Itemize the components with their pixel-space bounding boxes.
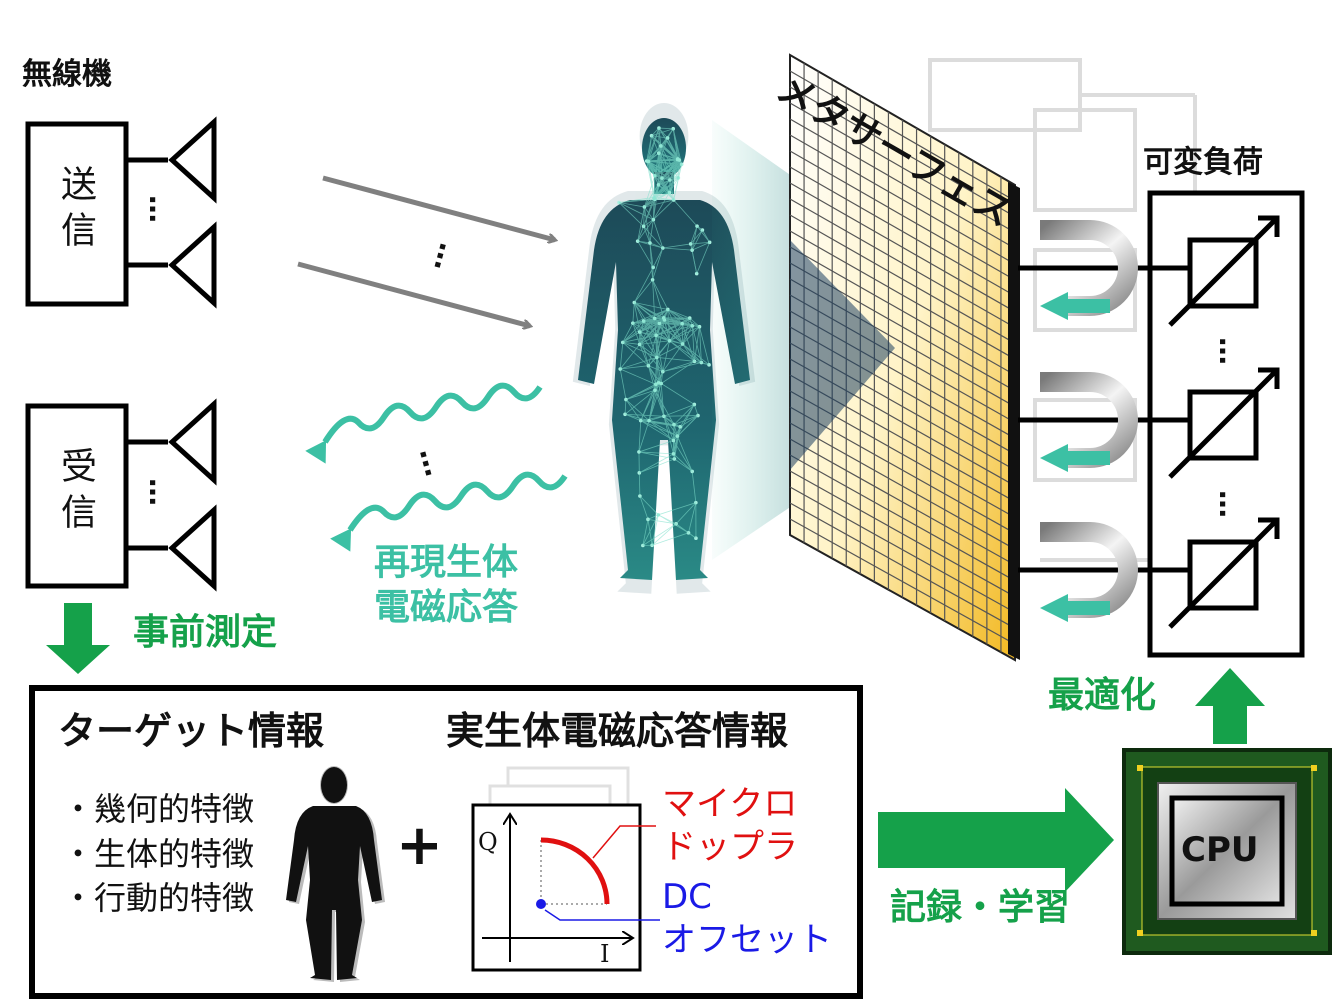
micro-doppler-leader — [592, 825, 656, 859]
optimize-label: 最適化 — [1048, 675, 1157, 716]
dc-offset-label-1: DC — [662, 877, 712, 917]
reproduced-response-label-1: 再現生体 — [374, 542, 519, 583]
receive-label: 受信 — [55, 447, 96, 539]
target-info-title: ターゲット情報 — [58, 709, 325, 753]
micro-doppler-arc — [540, 837, 610, 905]
i-axis-label: I — [600, 940, 610, 968]
reproduced-wave-arrows — [305, 382, 568, 552]
human-body-figure — [572, 103, 756, 594]
info-box — [29, 685, 863, 999]
load-ellipsis-2: … — [1213, 490, 1246, 518]
rx-antenna-ellipsis: … — [143, 478, 176, 506]
iq-plot — [471, 766, 660, 972]
response-info-title: 実生体電磁応答情報 — [446, 709, 789, 753]
dc-offset-leader — [544, 909, 660, 921]
variable-load-box — [1147, 190, 1305, 658]
feature-item: ・行動的特徴 — [62, 879, 255, 917]
reproduced-response-label-2: 電磁応答 — [374, 587, 519, 628]
transmit-label: 送信 — [55, 165, 96, 257]
reflection-u-arrows — [1040, 220, 1138, 622]
target-silhouette — [286, 766, 385, 982]
cpu-chip — [1122, 748, 1332, 955]
tx-antenna-ellipsis: … — [143, 195, 176, 223]
q-axis-label: Q — [478, 828, 498, 856]
pre-measure-arrow — [46, 603, 110, 674]
pre-measure-label: 事前測定 — [133, 612, 278, 653]
receiver-unit — [25, 398, 217, 592]
dc-offset-label-2: オフセット — [662, 920, 832, 960]
rx-antenna-icon — [126, 398, 217, 592]
record-learn-label: 記録・学習 — [890, 887, 1071, 928]
feature-item: ・幾何的特徴 — [62, 790, 255, 828]
beam-shadow — [790, 240, 895, 470]
cpu-label: CPU — [1181, 830, 1259, 870]
feature-item: ・生体的特徴 — [62, 835, 255, 873]
metasurface-panel — [789, 53, 1020, 662]
variable-resistor-icon — [1150, 215, 1280, 629]
dc-offset-point — [536, 899, 546, 909]
plus-sign: + — [396, 813, 443, 878]
record-learn-arrow — [878, 788, 1114, 892]
tx-antenna-icon — [126, 116, 217, 309]
transmitter-unit — [25, 116, 217, 309]
load-ellipsis-1: … — [1213, 337, 1246, 365]
radio-title: 無線機 — [22, 57, 112, 92]
optimize-arrow — [1195, 668, 1265, 744]
incident-wave-arrows — [297, 175, 555, 326]
variable-load-title: 可変負荷 — [1143, 145, 1263, 180]
micro-doppler-label-1: マイクロ — [662, 784, 798, 824]
green-arrows — [46, 603, 1265, 892]
micro-doppler-label-2: ドップラ — [662, 827, 798, 867]
